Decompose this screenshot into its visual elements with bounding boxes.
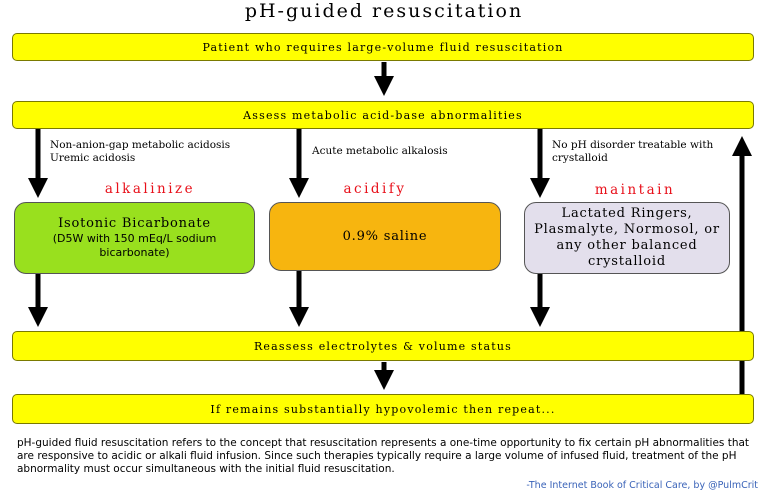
footer-description: pH-guided fluid resuscitation refers to …	[17, 437, 750, 475]
step-patient: Patient who requires large-volume fluid …	[12, 33, 754, 61]
treatment-box-bicarbonate: Isotonic Bicarbonate (D5W with 150 mEq/L…	[14, 202, 255, 274]
step-reassess: Reassess electrolytes & volume status	[12, 331, 754, 361]
footer-credit: -The Internet Book of Critical Care, by …	[526, 480, 758, 491]
treatment-box-crystalloid: Lactated Ringers, Plasmalyte, Normosol, …	[524, 202, 730, 274]
diagram-title: pH-guided resuscitation	[244, 0, 524, 22]
condition-line: crystalloid	[552, 152, 608, 164]
step-assess: Assess metabolic acid-base abnormalities	[12, 101, 754, 129]
action-alkalinize: alkalinize	[104, 181, 196, 197]
condition-line: Acute metabolic alkalosis	[312, 145, 448, 157]
branch-condition-2: Acute metabolic alkalosis	[312, 145, 448, 158]
action-acidify: acidify	[343, 181, 407, 197]
treatment-title: Lactated Ringers, Plasmalyte, Normosol, …	[534, 206, 720, 269]
action-maintain: maintain	[594, 182, 676, 198]
treatment-title: Isotonic Bicarbonate	[58, 216, 211, 231]
treatment-title: 0.9% saline	[342, 228, 428, 244]
step-repeat: If remains substantially hypovolemic the…	[12, 394, 754, 424]
branch-condition-1: Non-anion-gap metabolic acidosis Uremic …	[50, 139, 230, 165]
condition-line: Uremic acidosis	[50, 152, 136, 164]
branch-condition-3: No pH disorder treatable with crystalloi…	[552, 139, 713, 165]
treatment-detail: (D5W with 150 mEq/L sodium bicarbonate)	[52, 232, 217, 259]
treatment-box-saline: 0.9% saline	[269, 202, 501, 271]
condition-line: Non-anion-gap metabolic acidosis	[50, 139, 231, 151]
condition-line: No pH disorder treatable with	[552, 139, 714, 151]
